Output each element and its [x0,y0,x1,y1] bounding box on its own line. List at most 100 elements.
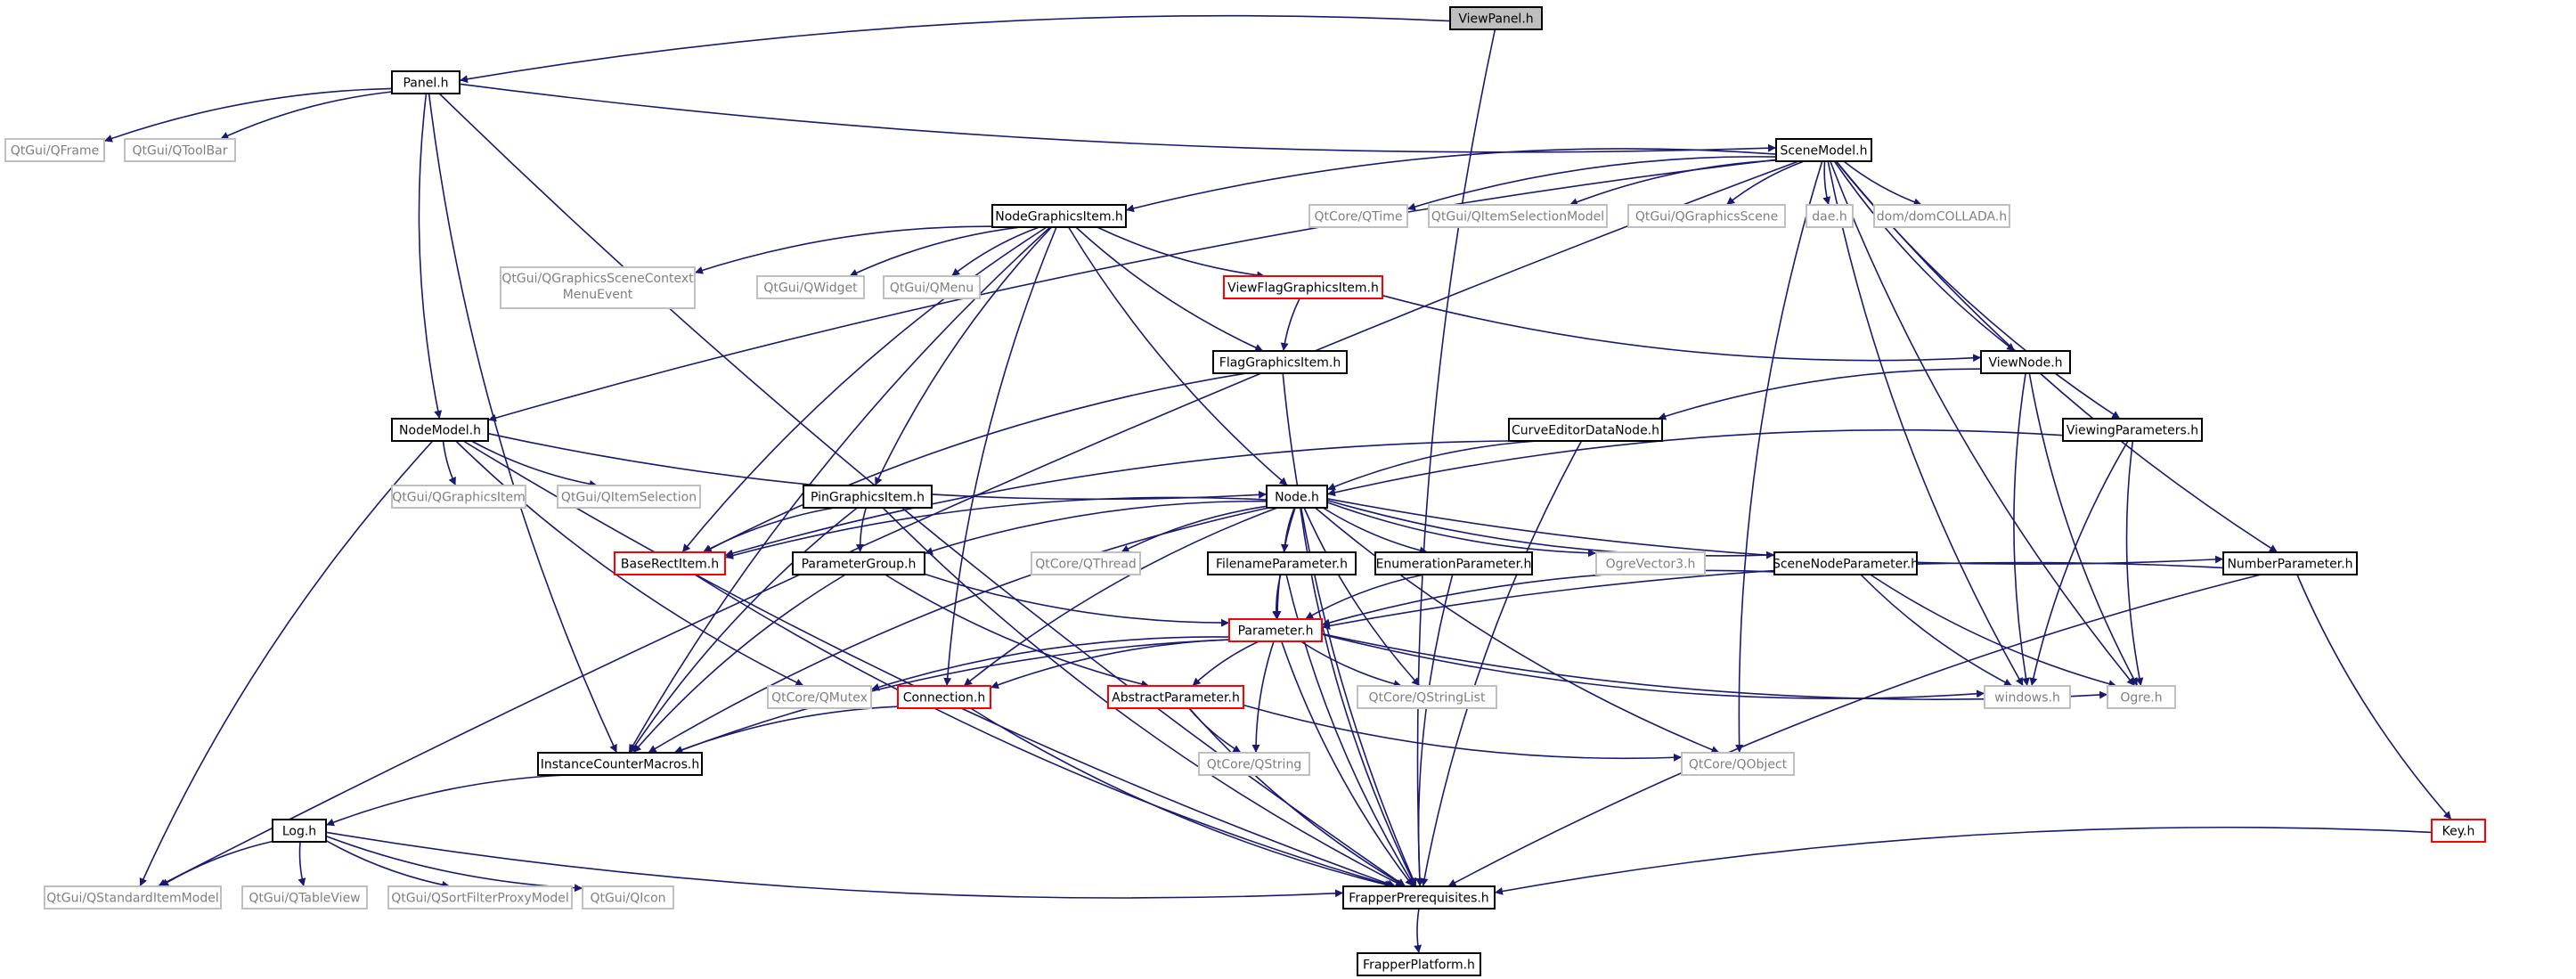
edge-nodegraphicsitem-to-qgscme [694,225,993,274]
node-box-frapperplatform [1357,952,1481,976]
node-box-flaggraphicsitem [1212,350,1348,374]
node-qobject[interactable]: QtCore/QObject [1681,752,1795,776]
node-qicon[interactable]: QtGui/QIcon [582,885,674,910]
edge-parameter-to-qstringlist [1300,640,1402,689]
node-qitemselection[interactable]: QtGui/QItemSelection [557,485,701,509]
node-box-viewingparameters [2062,418,2203,442]
node-box-ogrevector3 [1595,551,1706,575]
node-label-qtableview: QtGui/QTableView [249,892,360,906]
node-viewflaggraphicsitem[interactable]: ViewFlagGraphicsItem.h [1223,275,1383,299]
node-node[interactable]: Node.h [1266,485,1328,509]
edge-node-to-ogrevector3 [1326,502,1597,558]
node-label-scenemodel: SceneModel.h [1780,144,1867,159]
node-nodemodel[interactable]: NodeModel.h [391,418,489,442]
node-label-nodemodel: NodeModel.h [399,424,481,438]
node-qmenu[interactable]: QtGui/QMenu [883,275,981,299]
node-qsortfilterproxymodel[interactable]: QtGui/QSortFilterProxyModel [387,885,573,910]
edge-scenenodeparameter-to-ogre [1870,574,2117,688]
edge-node-to-qthread [1121,505,1268,553]
node-box-parameter [1228,618,1323,642]
edge-panel-to-instancecountermacros [428,93,618,754]
node-key[interactable]: Key.h [2431,819,2486,843]
node-qtableview[interactable]: QtGui/QTableView [241,885,368,910]
node-connection[interactable]: Connection.h [897,685,991,709]
node-box-qthread [1031,551,1141,575]
node-box-nodemodel [391,418,489,442]
node-label-qitemselectionmodel: QtGui/QItemSelectionModel [1431,210,1604,224]
node-nodegraphicsitem[interactable]: NodeGraphicsItem.h [991,204,1127,228]
node-box-numberparameter [2222,551,2358,575]
edge-nodegraphicsitem-to-flaggraphicsitem [1075,226,1264,352]
node-qstringlist[interactable]: QtCore/QStringList [1357,685,1497,709]
node-label-curveeditordatanode: CurveEditorDataNode.h [1512,424,1659,438]
node-curveeditordatanode[interactable]: CurveEditorDataNode.h [1508,418,1663,442]
node-domcollada[interactable]: dom/domCOLLADA.h [1873,204,2010,228]
node-viewpanel[interactable]: ViewPanel.h [1449,6,1543,30]
node-dae[interactable]: dae.h [1806,204,1854,228]
node-box-abstractparameter [1107,685,1244,709]
node-label-viewnode: ViewNode.h [1988,356,2062,371]
node-qwidget[interactable]: QtGui/QWidget [756,275,865,299]
node-box-qstring [1198,752,1310,776]
node-qstring[interactable]: QtCore/QString [1198,752,1310,776]
node-frapperplatform[interactable]: FrapperPlatform.h [1357,952,1481,976]
node-qgraphicsitem[interactable]: QtGui/QGraphicsItem [391,485,526,509]
node-pingraphicsitem[interactable]: PinGraphicsItem.h [803,485,933,509]
node-box-qitemselection [557,485,701,509]
node-baserectitem[interactable]: BaseRectItem.h [614,551,726,575]
node-label-qgscme: QtGui/QGraphicsSceneContext [501,272,694,286]
node-box-qsortfilterproxymodel [387,885,573,910]
node-box-connection [897,685,991,709]
edge-node-to-connection [963,507,1278,687]
node-label-qicon: QtGui/QIcon [590,892,665,906]
edge-enumerationparameter-to-parameter [1304,574,1424,620]
node-box-qtime [1308,204,1408,228]
node-scenenodeparameter[interactable]: SceneNodeParameter.h [1773,551,1919,575]
node-label-qgraphicsitem: QtGui/QGraphicsItem [392,491,526,505]
node-instancecountermacros[interactable]: InstanceCounterMacros.h [537,752,703,776]
node-qthread[interactable]: QtCore/QThread [1031,551,1141,575]
node-log[interactable]: Log.h [272,819,327,843]
edge-viewnode-to-curveeditordatanode [1658,368,1982,420]
node-qtime[interactable]: QtCore/QTime [1308,204,1408,228]
node-qtoolbar[interactable]: QtGui/QToolBar [124,138,236,162]
node-label-numberparameter: NumberParameter.h [2227,558,2352,572]
node-frapperprerequisites[interactable]: FrapperPrerequisites.h [1342,885,1496,910]
node-windows[interactable]: windows.h [1984,685,2071,709]
edge-numberparameter-to-parameter [1321,561,2224,630]
node-scenemodel[interactable]: SceneModel.h [1775,138,1872,162]
node-flaggraphicsitem[interactable]: FlagGraphicsItem.h [1212,350,1348,374]
edge-panel-to-nodemodel [418,93,443,420]
node-box-panel [391,70,461,94]
edge-node-to-instancecountermacros [648,507,1269,754]
node-filenameparameter[interactable]: FilenameParameter.h [1207,551,1357,575]
node-ogrevector3[interactable]: OgreVector3.h [1595,551,1706,575]
node-label-qitemselection: QtGui/QItemSelection [561,491,697,505]
node-viewingparameters[interactable]: ViewingParameters.h [2062,418,2203,442]
node-label-flaggraphicsitem: FlagGraphicsItem.h [1219,356,1341,371]
node-box-enumerationparameter [1374,551,1533,575]
node-qgraphicsscene[interactable]: QtGui/QGraphicsScene [1627,204,1786,228]
edge-scenemodel-to-qstandarditemmodel [157,160,1799,887]
node-ogre[interactable]: Ogre.h [2107,685,2176,709]
node-panel[interactable]: Panel.h [391,70,461,94]
node-numberparameter[interactable]: NumberParameter.h [2222,551,2358,575]
node-box-qgraphicsscene [1627,204,1786,228]
edge-nodegraphicsitem-to-baserectitem [681,226,1048,553]
edge-abstractparameter-to-qstring [1188,707,1242,754]
edge-scenemodel-to-qtime [1406,156,1777,211]
node-enumerationparameter[interactable]: EnumerationParameter.h [1374,551,1533,575]
edge-flaggraphicsitem-to-baserectitem [703,372,1247,553]
node-label-qstring: QtCore/QString [1207,758,1301,772]
node-label-qstringlist: QtCore/QStringList [1369,691,1486,706]
node-qitemselectionmodel[interactable]: QtGui/QItemSelectionModel [1428,204,1608,228]
node-abstractparameter[interactable]: AbstractParameter.h [1107,685,1244,709]
node-qmutex[interactable]: QtCore/QMutex [767,685,872,709]
node-viewnode[interactable]: ViewNode.h [1980,350,2071,374]
node-qstandarditemmodel[interactable]: QtGui/QStandardItemModel [44,885,222,910]
node-qframe[interactable]: QtGui/QFrame [4,138,105,162]
node-parameter[interactable]: Parameter.h [1228,618,1323,642]
node-label-qtime: QtCore/QTime [1315,210,1403,224]
node-parametergroup[interactable]: ParameterGroup.h [792,551,925,575]
